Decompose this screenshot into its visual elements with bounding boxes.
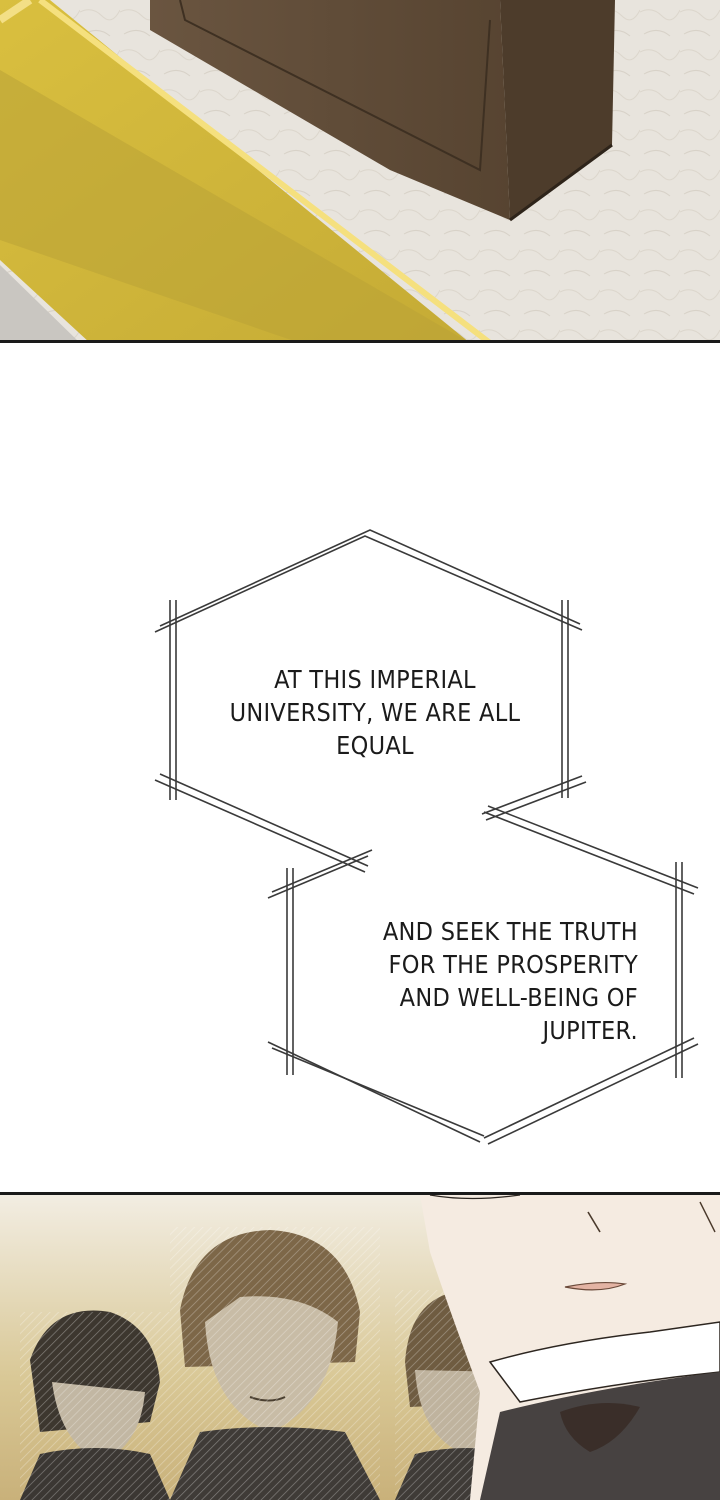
- speech-bubble-2-text: AND SEEK THE TRUTH FOR THE PROSPERITY AN…: [382, 917, 638, 1045]
- speech-bubble-1-text: AT THIS IMPERIAL UNIVERSITY, WE ARE ALL …: [229, 665, 521, 760]
- carpet-trim: [38, 0, 492, 343]
- floor-scene-illustration: [0, 0, 720, 343]
- speech-bubbles-frame: [154, 529, 699, 1145]
- carpet-shadow: [0, 70, 470, 343]
- bubble1-outline: [154, 529, 587, 873]
- desk-side: [500, 0, 615, 220]
- floor-runner: [0, 265, 80, 343]
- top-panel: [0, 0, 720, 343]
- panel-border-bottom: [0, 1192, 720, 1195]
- carpet-edge-highlight: [0, 0, 33, 24]
- bottom-panel: [0, 1192, 720, 1500]
- gutter: [0, 343, 720, 1192]
- student-left: [20, 1310, 170, 1500]
- wooden-desk: [150, 0, 510, 220]
- panel-border-top: [0, 340, 720, 343]
- students-illustration: [0, 1194, 720, 1500]
- student-foreground: [420, 1194, 720, 1500]
- desk-edge: [509, 143, 613, 222]
- bubble2-outline: [267, 805, 699, 1145]
- desk-panel-inset: [179, 0, 491, 172]
- student-middle: [170, 1227, 380, 1500]
